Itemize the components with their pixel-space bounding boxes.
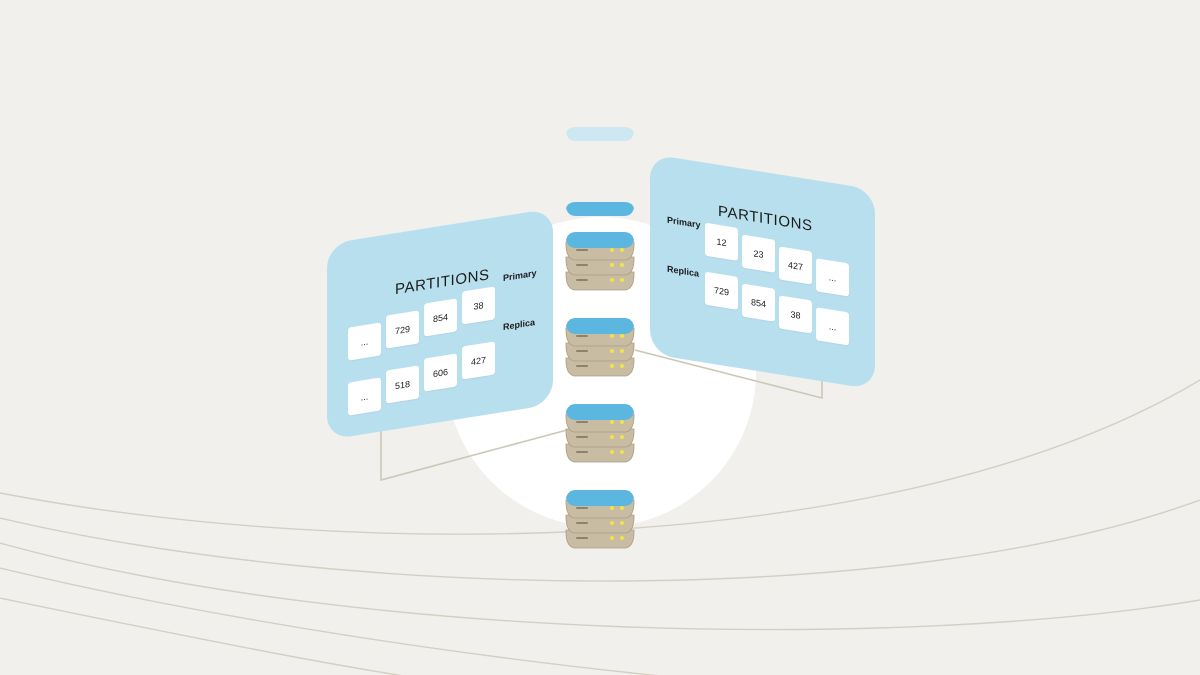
left-primary-cell: 854 — [424, 298, 457, 337]
left-replica-cell: ... — [348, 377, 381, 416]
right-replica-cell: ... — [816, 307, 849, 346]
right-primary-cell: 427 — [779, 246, 812, 285]
left-replica-cell: 606 — [424, 353, 457, 392]
server-2-icon — [565, 318, 635, 377]
floating-tile — [566, 202, 634, 216]
left-replica-cell: 518 — [386, 365, 419, 404]
right-replica-cell: 38 — [779, 295, 812, 334]
right-primary-cell: 12 — [705, 222, 738, 261]
left-primary-cell: ... — [348, 322, 381, 361]
right-primary-cell: 23 — [742, 234, 775, 273]
left-replica-label: Replica — [503, 317, 536, 333]
right-primary-cell: ... — [816, 258, 849, 297]
right-partitions-panel: PARTITIONS Primary Replica 12 23 427 ...… — [650, 154, 875, 390]
right-replica-cell: 729 — [705, 271, 738, 310]
server-4-icon — [565, 490, 635, 549]
right-replica-cell: 854 — [742, 283, 775, 322]
server-1-icon — [565, 232, 635, 291]
server-3-icon — [565, 404, 635, 463]
left-primary-label: Primary — [503, 267, 537, 284]
right-replica-label: Replica — [667, 263, 700, 279]
left-replica-cell: 427 — [462, 341, 495, 380]
floating-tile-faded — [566, 127, 634, 141]
right-primary-label: Primary — [667, 214, 701, 231]
left-primary-cell: 38 — [462, 286, 495, 325]
left-primary-cell: 729 — [386, 310, 419, 349]
left-partitions-panel: PARTITIONS Primary Replica ... 729 854 3… — [327, 208, 553, 440]
